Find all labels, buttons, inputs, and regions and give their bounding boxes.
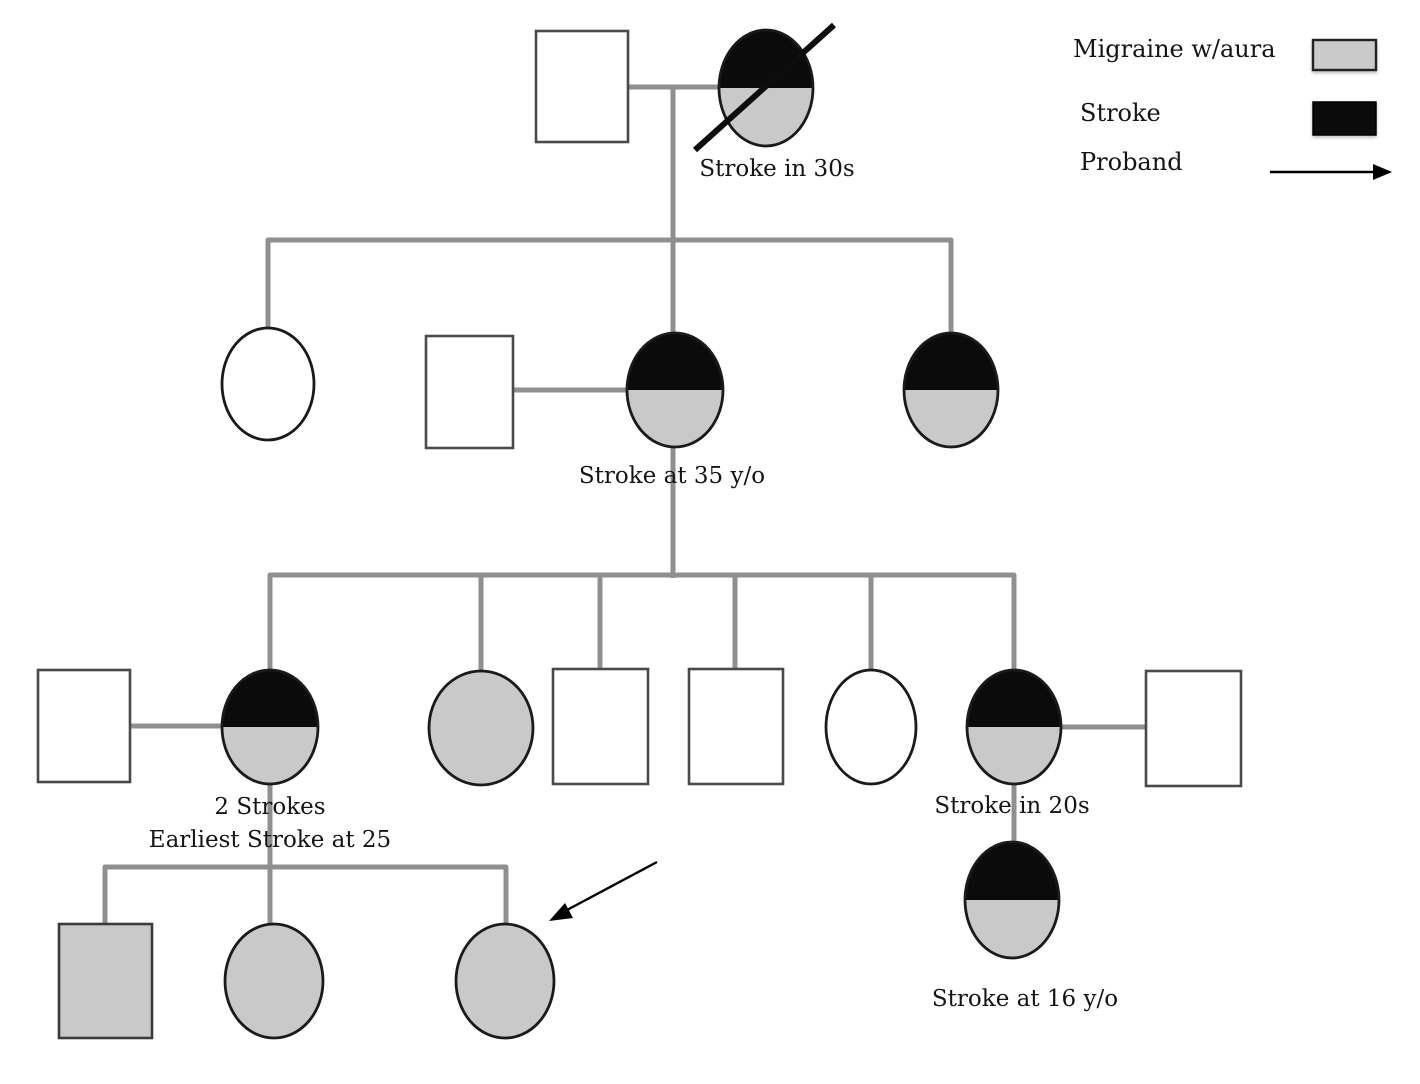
g1-grandfather-square (534, 29, 630, 144)
g3-daughter4-circle-halffilled (965, 668, 1063, 786)
legend: Migraine w/aura Stroke Proband (1073, 35, 1392, 180)
legend-label-proband: Proband (1080, 148, 1183, 176)
deceased-slash (692, 22, 837, 153)
proband-arrow (549, 860, 658, 921)
legend-swatch-stroke (1312, 101, 1377, 136)
g2-mother-circle-halffilled (625, 331, 725, 449)
g3-daughter3-white-circle (824, 668, 918, 786)
family-connectors (102, 84, 1148, 926)
g4-daughter1-circle-migraine (223, 922, 325, 1040)
label-grandmother: Stroke in 30s (699, 156, 854, 182)
label-aunt-left-line2: Earliest Stroke at 25 (149, 827, 391, 853)
legend-label-stroke: Stroke (1080, 99, 1161, 127)
g3-daughter2-circle-migraine (427, 669, 535, 787)
label-cousin-right: Stroke at 16 y/o (932, 986, 1118, 1012)
legend-swatch-migraine (1311, 38, 1378, 72)
g4-cousin-circle-halffilled (963, 840, 1061, 960)
legend-label-migraine: Migraine w/aura (1073, 35, 1276, 63)
g2-husband-square (424, 334, 515, 450)
label-mother: Stroke at 35 y/o (579, 463, 765, 489)
g4-daughter2-circle-migraine-proband (454, 922, 556, 1040)
g3-husband-left-square (36, 668, 132, 784)
g2-sibship-line (265, 237, 954, 335)
g3-son1-square (551, 667, 650, 786)
g2-daughter-white-circle (220, 326, 316, 442)
g3-husband-right-square (1144, 669, 1243, 788)
g1-grandmother-circle-deceased (692, 22, 837, 153)
legend-proband-arrow (1270, 164, 1392, 180)
g4-sibship-line (102, 864, 509, 926)
g3-daughter1-circle-halffilled (220, 668, 320, 786)
g4-son-square-migraine (57, 922, 154, 1040)
label-aunt-left-line1: 2 Strokes (214, 794, 325, 820)
g2-daughter2-circle-halffilled (902, 331, 1000, 449)
g3-sibship-line (267, 572, 1017, 672)
g3-son2-square (687, 667, 785, 786)
label-aunt-right: Stroke in 20s (934, 793, 1089, 819)
